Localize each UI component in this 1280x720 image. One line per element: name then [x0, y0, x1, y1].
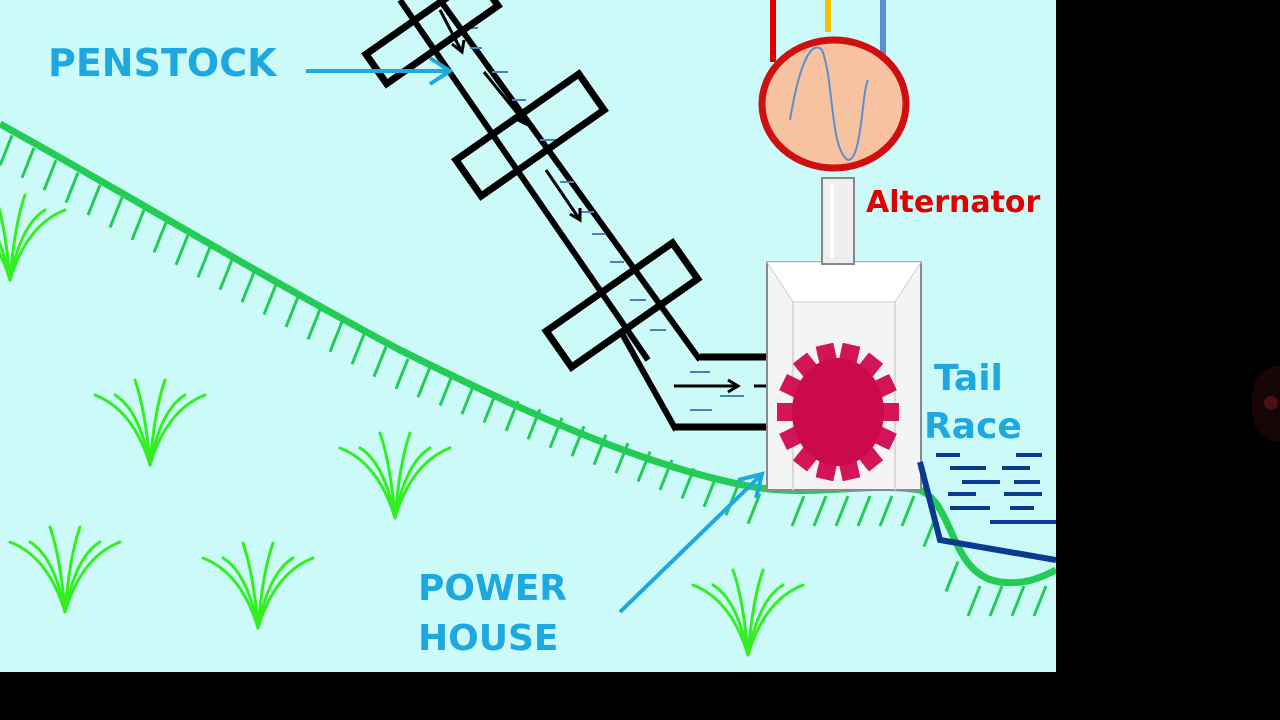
tail-race-water: [917, 453, 1056, 563]
grass-tufts: [0, 193, 805, 657]
hydro-power-diagram: PENSTOCK Alternator Tail Race POWER HOUS…: [0, 0, 1056, 672]
penstock-label: PENSTOCK: [48, 41, 278, 85]
grass-tuft: [0, 193, 67, 282]
power-house-building: [766, 261, 922, 491]
grass-tuft: [691, 568, 805, 657]
penstock-arrow: [306, 56, 454, 86]
tail-race-label-line2: Race: [924, 406, 1022, 447]
grass-tuft: [8, 525, 122, 614]
tail-race-label-line1: Tail: [934, 358, 1003, 399]
turbine-wheel: [777, 342, 899, 482]
power-house-label-line1: POWER: [418, 568, 567, 609]
alternator-generator: [758, 0, 910, 172]
ground-line: [0, 120, 1056, 587]
power-house-arrow: [618, 471, 765, 614]
penstock-pipe: [361, 0, 819, 432]
record-indicator-icon[interactable]: [1252, 366, 1280, 442]
alternator-label: Alternator: [866, 185, 1041, 220]
alternator-shaft: [821, 177, 855, 265]
grass-tuft: [93, 378, 207, 467]
power-house-label-line2: HOUSE: [418, 618, 558, 659]
grass-tuft: [338, 431, 452, 520]
grass-tuft: [201, 541, 315, 630]
ground-hatching: [0, 134, 1048, 617]
